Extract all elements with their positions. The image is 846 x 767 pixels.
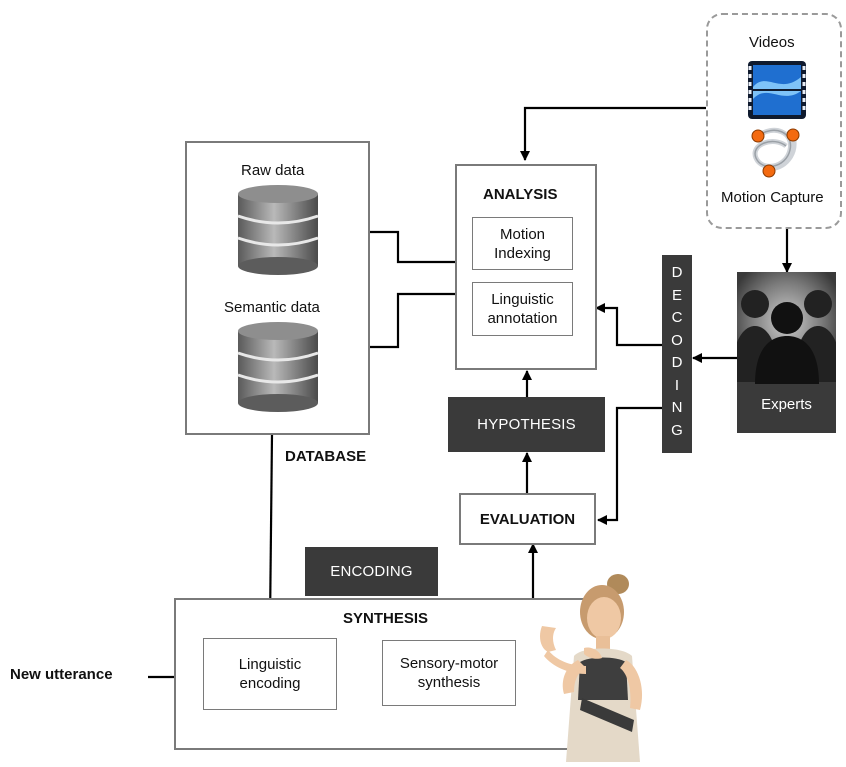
film-strip-icon [748,61,806,124]
linguistic-annotation-label: Linguistic annotation [487,291,558,327]
arrow-database-to-encoding [265,433,276,625]
motion-indexing-label: Motion Indexing [494,225,551,262]
sources-panel [706,13,842,229]
decoding-letter: C [671,309,683,326]
decoding-letter: O [671,331,683,349]
evaluation-label: EVALUATION [479,510,576,528]
arrow-decoding-to-evaluation [597,406,662,525]
experts-panel: Experts [737,272,836,433]
motion-capture-icon [744,122,806,185]
linguistic-encoding-box: Linguistic encoding [203,638,337,710]
signing-avatar-figure [530,570,652,767]
hypothesis-box: HYPOTHESIS [448,397,605,452]
linguistic-annotation-box: Linguistic annotation [472,282,573,336]
database-cylinder-icon [237,321,319,418]
motion-capture-label: Motion Capture [721,189,824,206]
experts-label: Experts [761,396,812,413]
raw-data-label: Raw data [241,162,305,179]
decoding-letter: N [671,399,683,416]
people-silhouette-icon [737,272,836,384]
arrow-decoding-to-analysis [595,303,662,347]
arrow-sources-to-analysis [520,106,706,161]
database-cylinder-icon [237,184,319,281]
hypothesis-label: HYPOTHESIS [477,416,576,433]
sensory-motor-synthesis-label: Sensory-motor synthesis [399,655,499,691]
analysis-title: ANALYSIS [483,186,558,203]
new-utterance-label: New utterance [10,666,113,683]
decoding-letter: G [671,421,683,439]
motion-indexing-box: Motion Indexing [472,217,573,270]
sensory-motor-synthesis-box: Sensory-motor synthesis [382,640,516,706]
encoding-box: ENCODING [305,547,438,596]
database-label: DATABASE [285,448,367,465]
decoding-letter: D [671,354,683,371]
evaluation-box: EVALUATION [459,493,596,545]
decoding-letter: I [674,376,680,394]
decoding-bar [662,255,692,453]
decoding-letter: E [671,286,682,304]
synthesis-title: SYNTHESIS [343,610,429,627]
semantic-data-label: Semantic data [224,299,320,316]
linguistic-encoding-label: Linguistic encoding [238,656,302,692]
encoding-label: ENCODING [330,563,413,580]
decoding-letter: D [671,264,683,281]
videos-label: Videos [749,34,795,51]
